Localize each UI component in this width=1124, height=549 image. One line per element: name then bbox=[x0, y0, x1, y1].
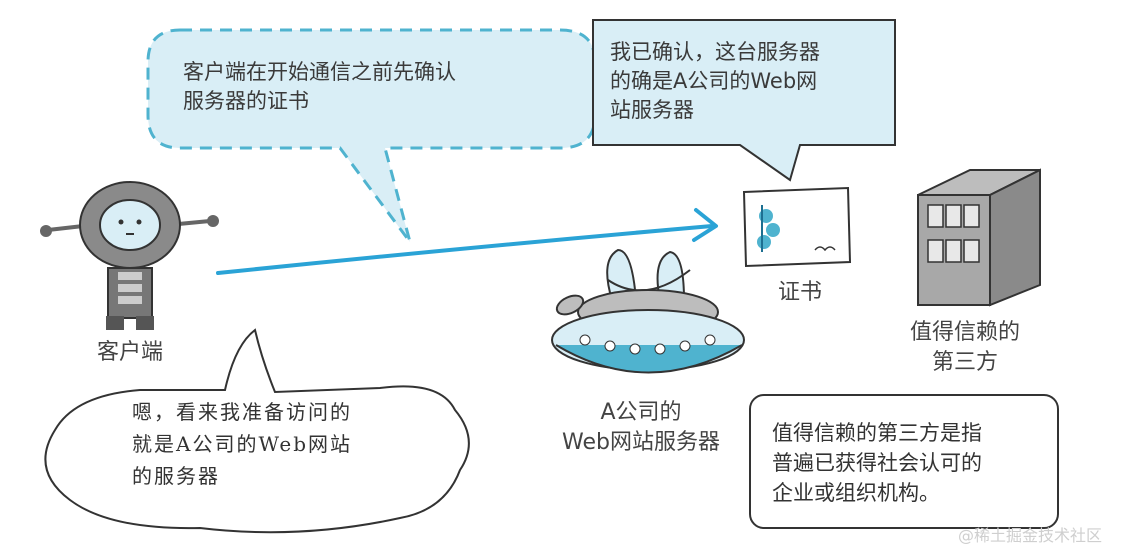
request-arrow bbox=[216, 208, 718, 275]
confirmed-bubble-text: 我已确认，这台服务器 的确是A公司的Web网 站服务器 bbox=[610, 40, 820, 122]
web-server-label: A公司的 Web网站服务器 bbox=[562, 400, 720, 455]
robot-client-icon bbox=[40, 181, 219, 330]
definition-note-box bbox=[749, 394, 1059, 529]
confirm-speech-bubble bbox=[592, 19, 896, 182]
definition-note-text: 值得信赖的第三方是指 普遍已获得社会认可的 企业或组织机构。 bbox=[772, 421, 982, 505]
client-check-bubble-text: 客户端在开始通信之前先确认 服务器的证书 bbox=[183, 60, 456, 113]
watermark: @稀土掘金技术社区 bbox=[958, 526, 1103, 545]
certificate-label: 证书 bbox=[777, 280, 822, 305]
thought-cloud-bubble bbox=[44, 328, 470, 534]
certificate-icon bbox=[742, 186, 852, 268]
trusted-third-party-label: 值得信赖的 第三方 bbox=[909, 320, 1020, 375]
client-thought-text: 嗯，看来我准备访问的 就是A公司的Web网站 的服务器 bbox=[132, 400, 353, 488]
dashed-speech-bubble bbox=[146, 28, 597, 243]
trusted-building-icon bbox=[917, 168, 1041, 307]
client-label: 客户端 bbox=[96, 340, 163, 365]
web-server-ufo-icon bbox=[551, 248, 745, 374]
